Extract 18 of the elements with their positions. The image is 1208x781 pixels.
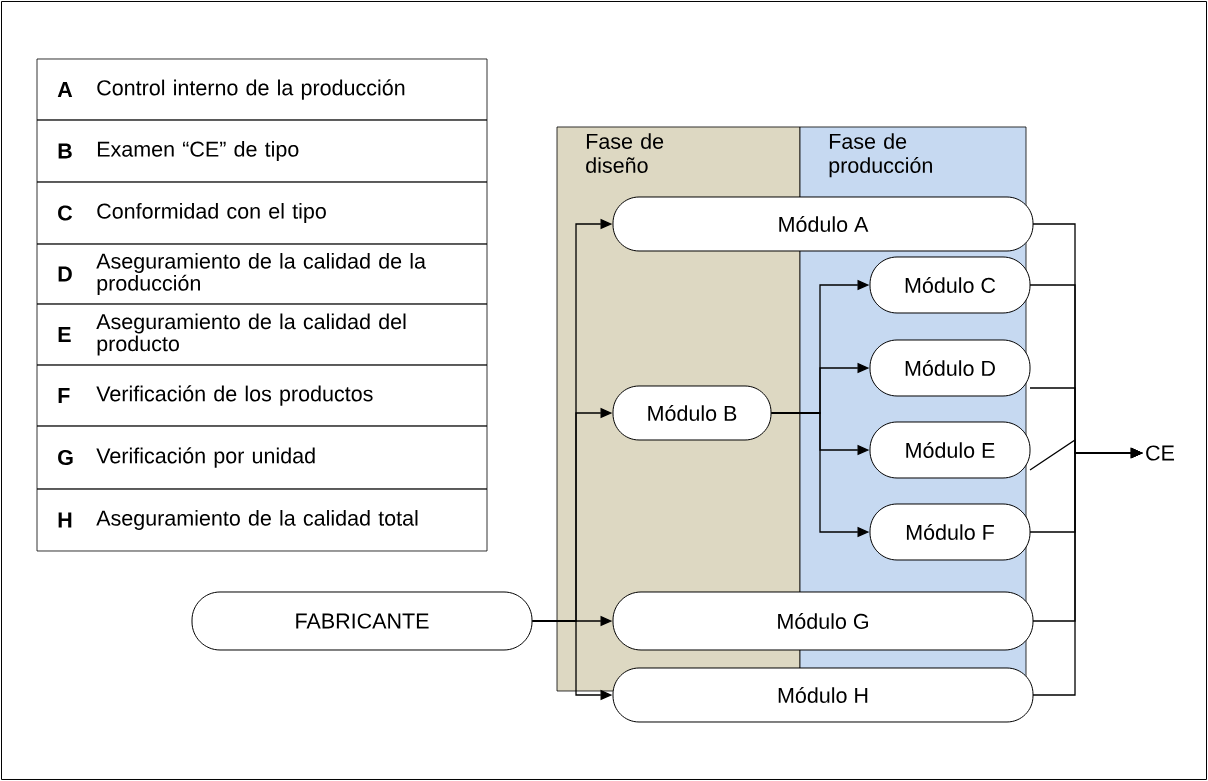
table-cell: G Verificación por unidad — [36, 425, 488, 490]
table-cell: A Control interno de la producción — [36, 58, 488, 121]
module-box: Módulo E — [869, 421, 1031, 479]
output-label: CE — [1146, 445, 1174, 461]
table-cell: D Aseguramiento de la calidad de la producción — [36, 243, 488, 305]
table-cell: E Aseguramiento de la calidad del producto — [36, 303, 488, 366]
table-cell: H Aseguramiento de la calidad total — [36, 488, 488, 552]
table-cell: C Conformidad con el tipo — [36, 181, 488, 245]
module-box: Módulo B — [612, 385, 772, 441]
module-box: Módulo H — [612, 667, 1034, 723]
table-cell: B Examen “CE” de tipo — [36, 119, 488, 183]
module-box: Módulo D — [869, 339, 1031, 397]
module-box: Módulo G — [612, 591, 1034, 651]
table-cell: F Verificación de los productos — [36, 364, 488, 427]
module-box: Módulo F — [869, 503, 1031, 561]
module-box: Módulo A — [612, 196, 1034, 252]
module-box: Módulo C — [869, 256, 1031, 314]
module-box: FABRICANTE — [191, 591, 533, 651]
